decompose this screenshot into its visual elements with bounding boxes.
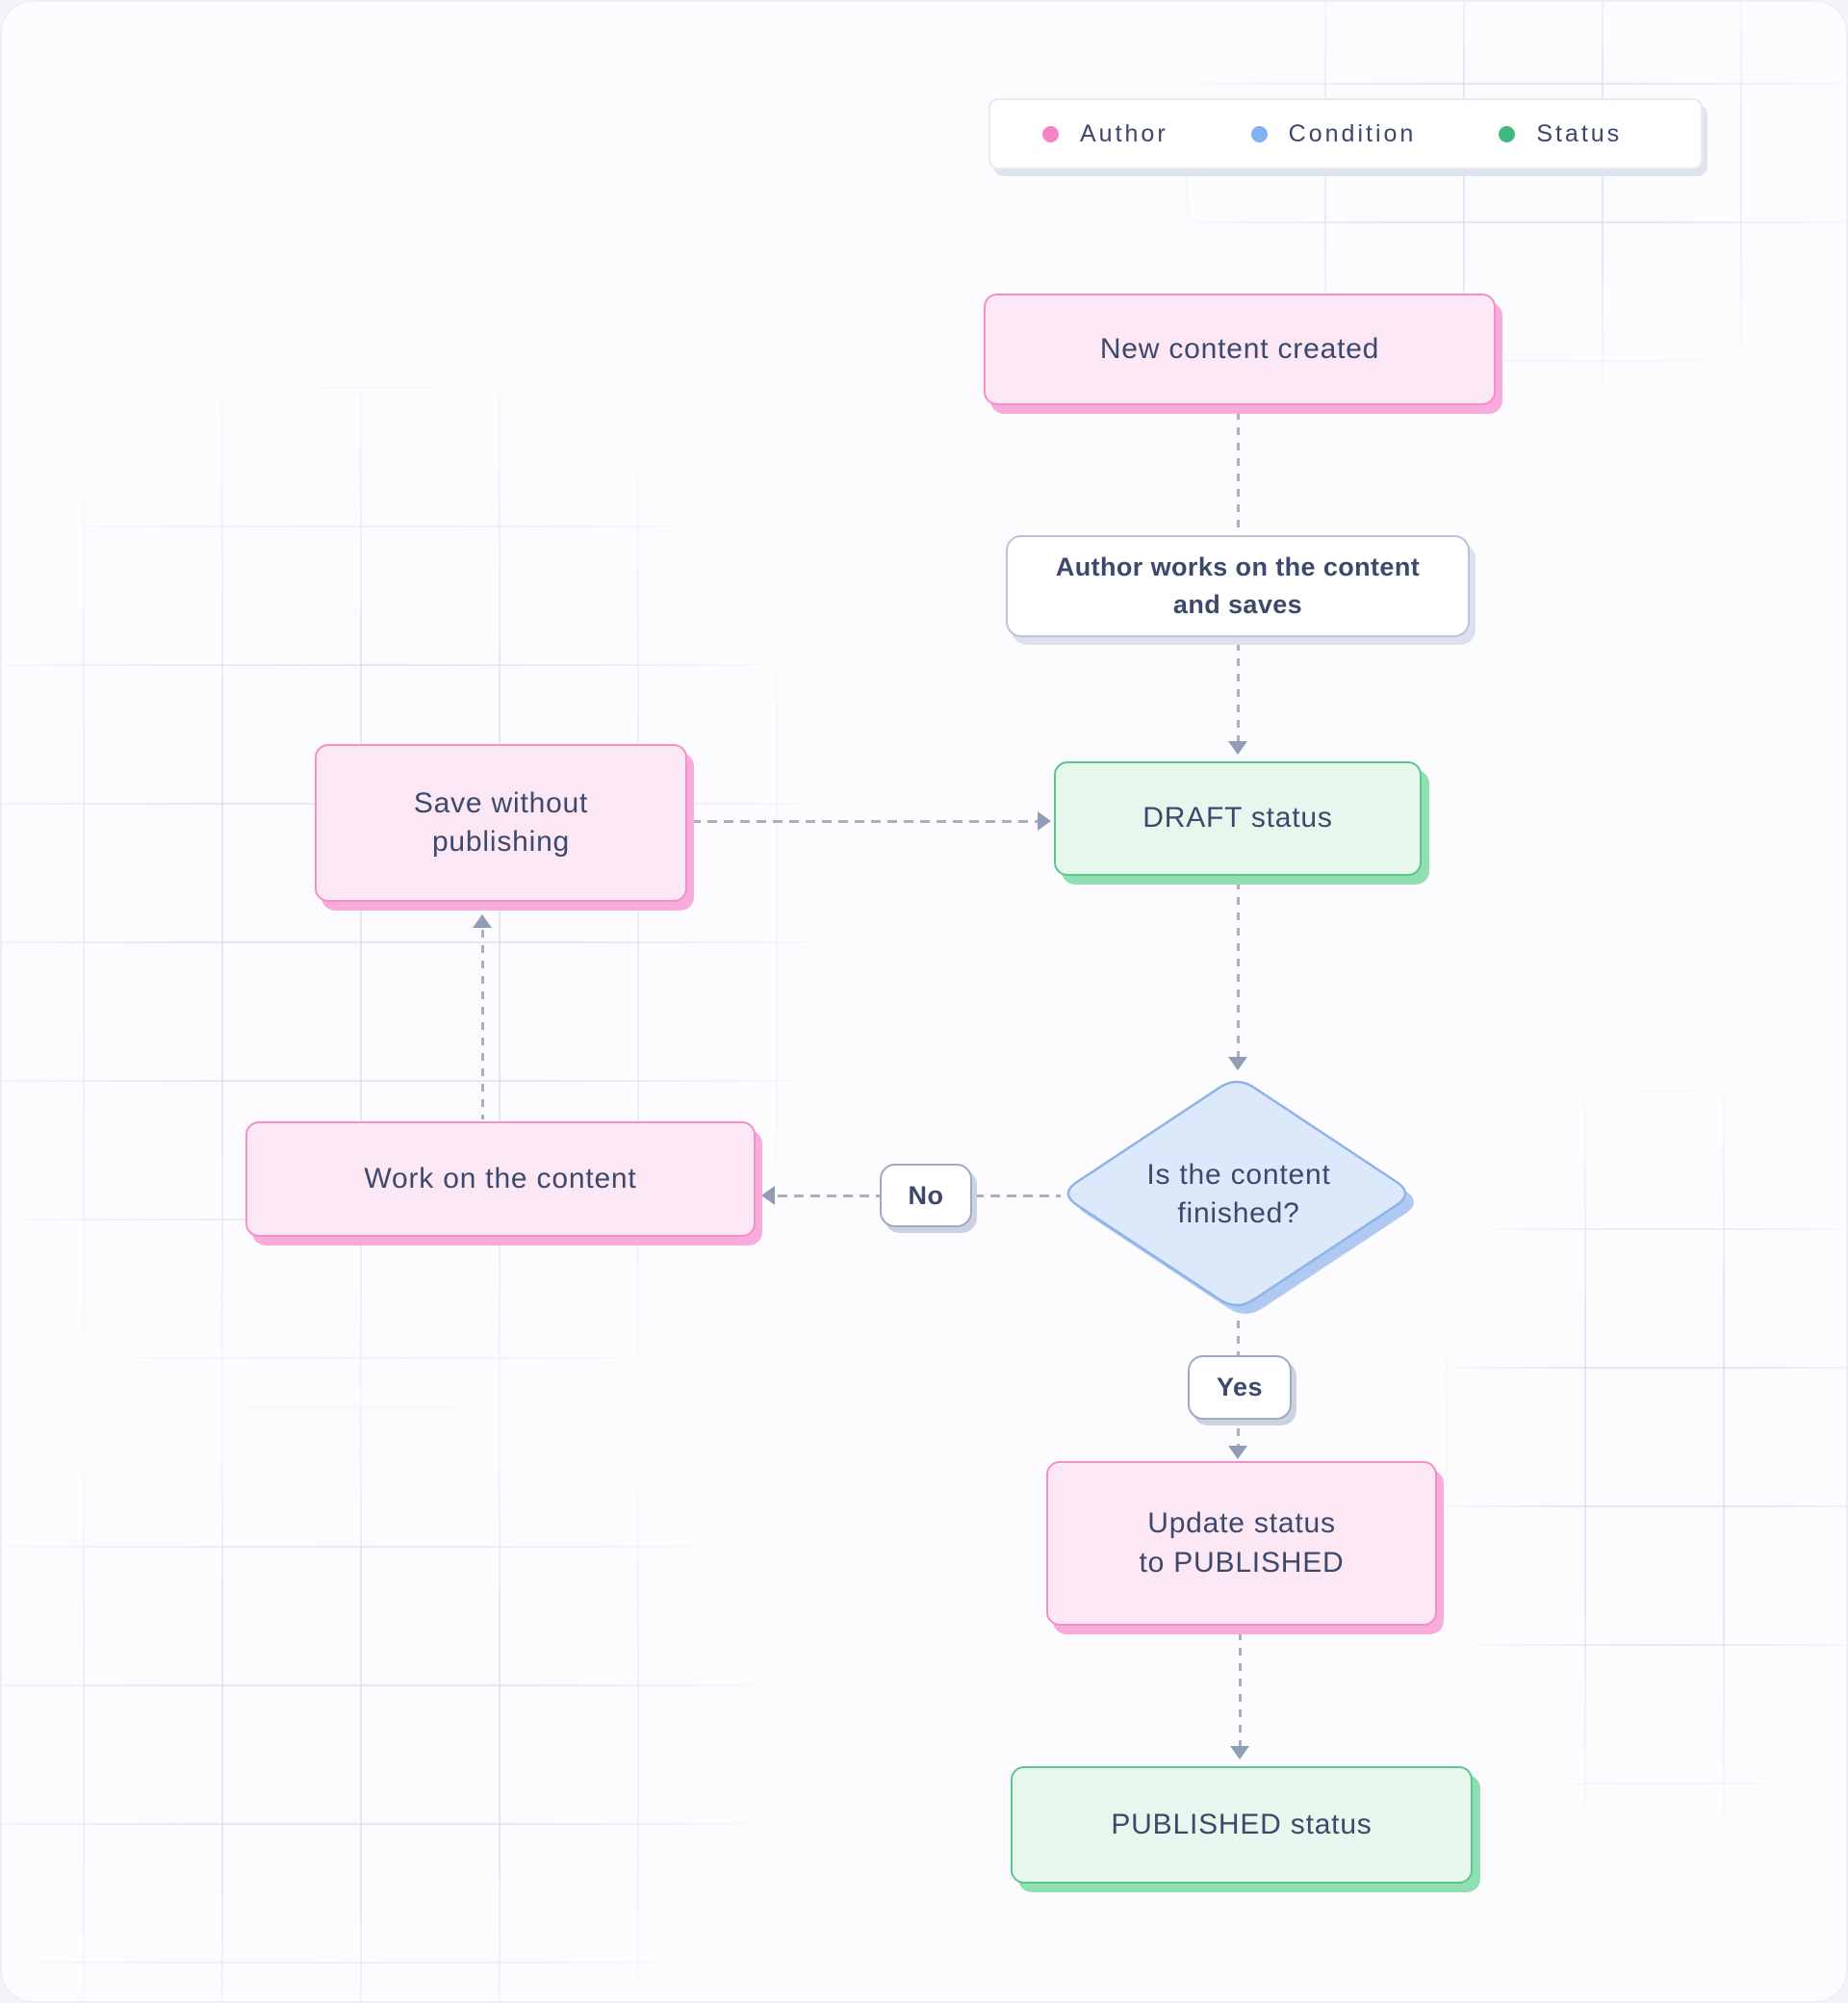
- node-label: DRAFT status: [1142, 802, 1333, 835]
- node-label: PUBLISHED status: [1111, 1808, 1373, 1840]
- node-draft-status: DRAFT status: [1054, 761, 1422, 876]
- legend-label-condition: Condition: [1288, 119, 1417, 147]
- edge-save-to-draft: [691, 820, 1038, 823]
- node-new-content-created: New content created: [984, 294, 1496, 405]
- node-label: Work on the content: [364, 1162, 637, 1194]
- node-label-line1: Update status: [1147, 1507, 1336, 1539]
- node-label: New content created: [1099, 332, 1380, 365]
- arrowhead-right-icon: [1038, 811, 1051, 831]
- legend-item-status: Status: [1499, 120, 1622, 148]
- node-is-content-finished: Is the content finished?: [1060, 1076, 1418, 1313]
- condition-dot-icon: [1250, 125, 1268, 142]
- edge-newcontent-to-authorworks: [1237, 412, 1240, 533]
- legend-item-condition: Condition: [1250, 119, 1417, 148]
- node-work-on-the-content: Work on the content: [245, 1121, 756, 1237]
- node-label-line2: publishing: [431, 826, 571, 858]
- edge-update-to-published: [1239, 1632, 1242, 1746]
- edge-draft-to-condition: [1237, 882, 1240, 1059]
- edge-label-text: Yes: [1216, 1373, 1264, 1401]
- legend-label-status: Status: [1536, 119, 1623, 147]
- node-update-status-to-published: Update status to PUBLISHED: [1046, 1461, 1437, 1626]
- arrowhead-down-icon: [1228, 741, 1247, 755]
- node-author-works-and-saves: Author works on the content and saves: [1006, 535, 1470, 637]
- arrowhead-down-icon: [1230, 1746, 1249, 1759]
- edge-label-yes: Yes: [1188, 1355, 1292, 1420]
- author-dot-icon: [1042, 125, 1059, 142]
- edge-label-no: No: [880, 1164, 972, 1227]
- node-label-line2: and saves: [1172, 590, 1303, 619]
- node-save-without-publishing: Save without publishing: [315, 744, 687, 902]
- arrowhead-left-icon: [761, 1186, 775, 1205]
- node-label-line1: Author works on the content: [1055, 552, 1421, 581]
- node-label-line1: Save without: [413, 786, 589, 819]
- background-grid-mid-left: [2, 387, 810, 1446]
- legend: Author Condition Status: [988, 98, 1703, 169]
- arrowhead-up-icon: [473, 914, 492, 928]
- arrowhead-down-icon: [1228, 1446, 1247, 1459]
- arrowhead-down-icon: [1228, 1057, 1247, 1070]
- status-dot-icon: [1499, 125, 1516, 142]
- node-label-line1: Is the content: [1146, 1158, 1331, 1191]
- legend-label-author: Author: [1080, 119, 1168, 147]
- background-grid-right: [1446, 1090, 1846, 1821]
- edge-authorworks-to-draft: [1237, 643, 1240, 741]
- node-label-line2: to PUBLISHED: [1139, 1546, 1345, 1579]
- background-grid-bottom-left: [2, 1407, 753, 2001]
- edge-work-to-save: [481, 930, 484, 1119]
- edge-label-text: No: [908, 1180, 944, 1210]
- diamond-body: [1066, 1080, 1407, 1307]
- condition-diamond-shape: [1066, 1080, 1414, 1314]
- node-label-line2: finished?: [1177, 1197, 1300, 1229]
- legend-item-author: Author: [1042, 120, 1168, 148]
- node-published-status: PUBLISHED status: [1011, 1766, 1473, 1884]
